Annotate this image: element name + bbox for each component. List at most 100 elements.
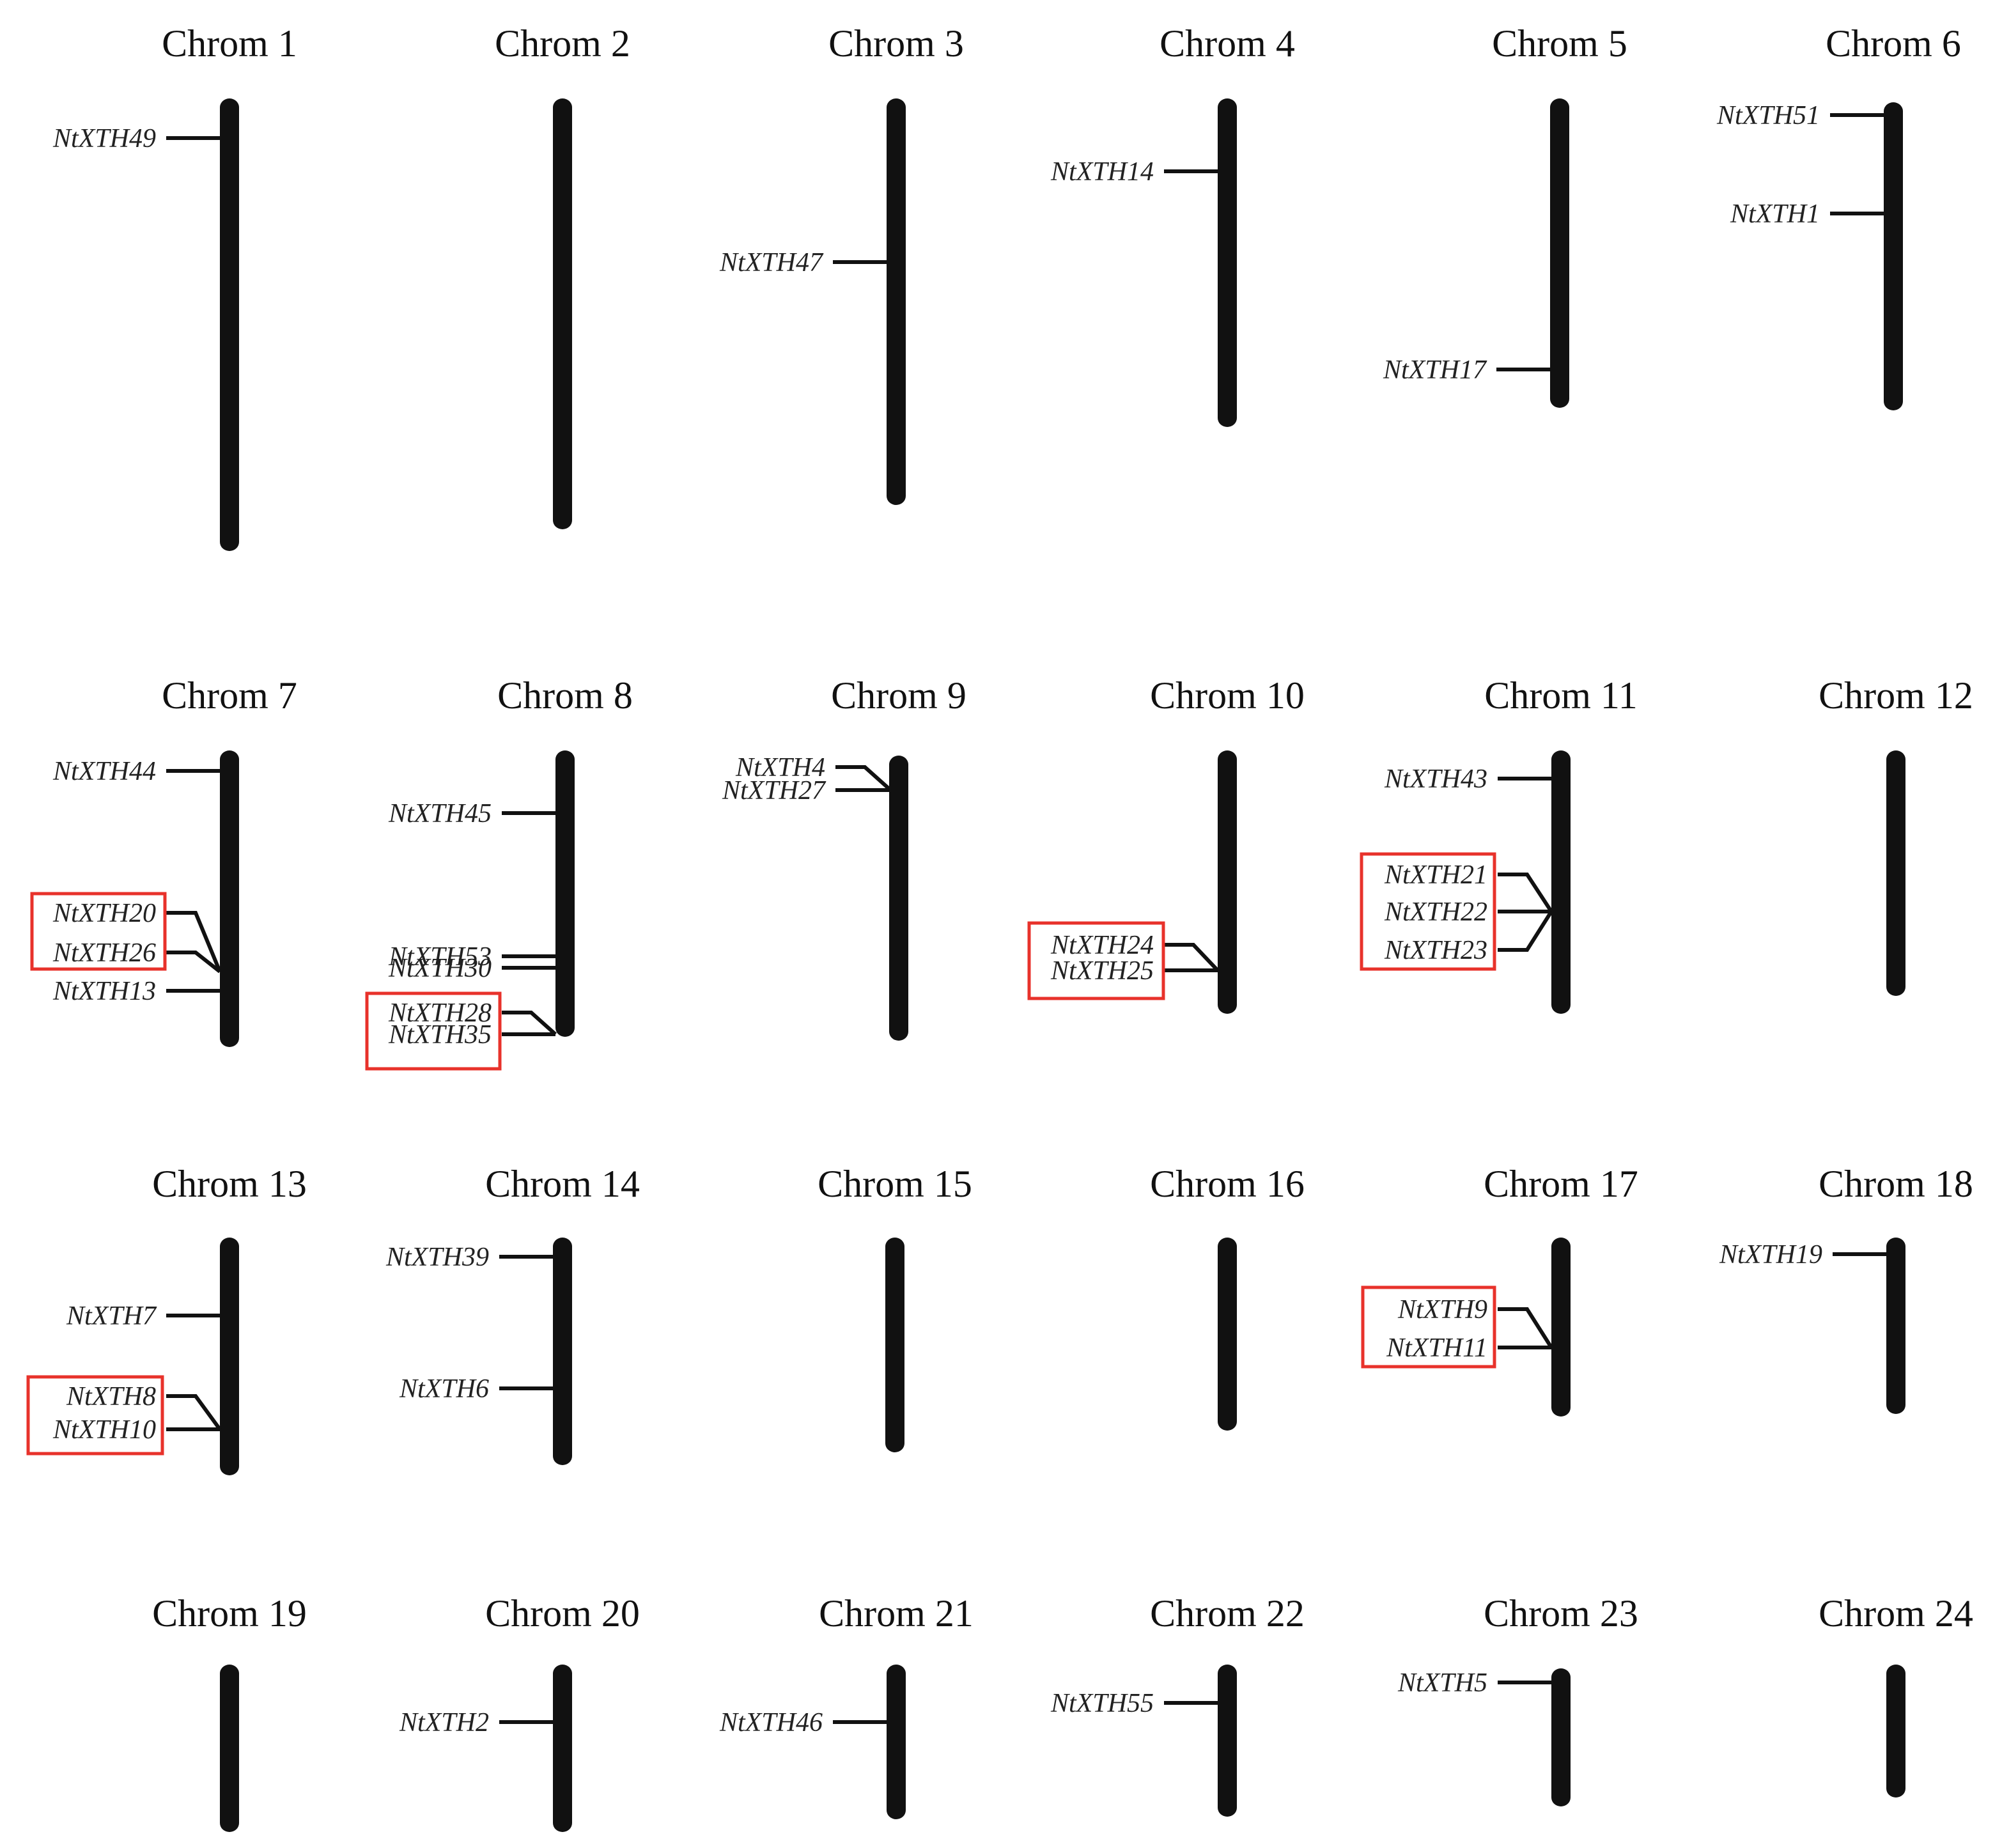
gene-label: NtXTH6 [399,1374,489,1404]
gene-label: NtXTH1 [1730,199,1820,229]
gene-label: NtXTH19 [1719,1240,1822,1270]
chromosome-title: Chrom 21 [819,1592,974,1634]
gene-label: NtXTH22 [1384,897,1487,927]
chromosome-title: Chrom 8 [497,674,633,717]
chromosome-bar [1550,98,1569,408]
gene-label: NtXTH17 [1383,355,1487,385]
chromosome-title: Chrom 10 [1150,674,1305,717]
chromosome-bar [1551,1238,1571,1417]
chromosome-bar [889,756,908,1041]
gene-label: NtXTH13 [52,977,156,1006]
gene-label: NtXTH55 [1050,1689,1154,1718]
chromosome-bar [220,750,239,1047]
chromosome-title: Chrom 4 [1160,22,1295,65]
chromosome-title: Chrom 2 [495,22,630,65]
chromosome-bar [220,98,239,551]
chromosome-3: Chrom 3 NtXTH47 [719,22,964,505]
chromosome-title: Chrom 18 [1819,1163,1973,1205]
chromosome-bar [1886,1665,1905,1798]
gene-label: NtXTH20 [52,899,156,928]
gene-label: NtXTH51 [1716,101,1820,130]
chromosome-title: Chrom 3 [828,22,964,65]
chromosome-12: Chrom 12 [1819,674,1973,996]
gene-label: NtXTH28 [388,998,492,1028]
gene-label: NtXTH5 [1397,1668,1487,1698]
chromosome-2: Chrom 2 [495,22,630,529]
chromosome-bar [553,1238,572,1465]
chromosome-19: Chrom 19 [152,1592,307,1832]
chromosome-bar [887,98,906,505]
gene-label: NtXTH43 [1384,765,1487,794]
chromosome-title: Chrom 7 [162,674,297,717]
chromosome-title: Chrom 14 [485,1163,640,1205]
tandem-duplication-box [30,892,167,971]
chromosome-bar [553,1665,572,1832]
gene-marker [166,951,221,974]
chromosome-21: Chrom 21 NtXTH46 [719,1592,974,1819]
chromosome-15: Chrom 15 [818,1163,972,1452]
chromosome-bar [885,1238,904,1452]
chromosome-title: Chrom 24 [1819,1592,1973,1634]
gene-label: NtXTH35 [388,1020,492,1050]
chromosome-bar [1218,750,1237,1014]
gene-label: NtXTH47 [719,248,824,277]
gene-label: NtXTH44 [52,757,156,786]
tandem-duplication-box [365,991,502,1071]
chromosome-title: Chrom 16 [1150,1163,1305,1205]
gene-label: NtXTH23 [1384,936,1487,965]
chromosome-18: Chrom 18 NtXTH19 [1719,1163,1973,1414]
gene-label: NtXTH10 [52,1415,156,1445]
chromosome-bar [1884,102,1903,410]
tandem-duplication-box [26,1375,164,1456]
chromosome-8: Chrom 8NtXTH45NtXTH53NtXTH30NtXTH28NtXTH… [388,674,633,1050]
gene-label: NtXTH46 [719,1708,823,1737]
gene-marker [166,1394,222,1431]
gene-label: NtXTH27 [722,776,826,805]
gene-label: NtXTH2 [399,1708,489,1737]
gene-marker [1498,910,1553,952]
gene-label: NtXTH8 [66,1382,156,1411]
gene-label: NtXTH21 [1384,860,1487,890]
gene-marker [1498,1307,1553,1349]
chromosome-title: Chrom 12 [1819,674,1973,717]
gene-label: NtXTH7 [66,1301,157,1331]
chromosome-title: Chrom 11 [1484,674,1637,717]
chromosome-title: Chrom 5 [1492,22,1627,65]
chromosome-bar [1886,750,1905,996]
chromosome-bar [1551,750,1571,1014]
gene-label: NtXTH14 [1050,157,1154,187]
chromosome-22: Chrom 22 NtXTH55 [1050,1592,1305,1817]
gene-label: NtXTH24 [1050,931,1154,960]
chromosome-4: Chrom 4 NtXTH14 [1050,22,1295,427]
gene-label: NtXTH9 [1397,1295,1487,1324]
chromosome-title: Chrom 22 [1150,1592,1305,1634]
chromosome-bar [1218,1238,1237,1431]
gene-marker [166,911,222,973]
chromosome-title: Chrom 9 [831,674,966,717]
chromosome-title: Chrom 19 [152,1592,307,1634]
chromosome-title: Chrom 6 [1826,22,1961,65]
chromosome-bar [220,1238,239,1475]
tandem-duplication-box [1360,852,1496,971]
chromosome-16: Chrom 16 [1150,1163,1305,1431]
chromosome-bar [887,1665,906,1819]
chromosome-bar [1551,1668,1571,1806]
chromosome-bar [220,1665,239,1832]
tandem-duplication-box [1027,921,1165,1000]
gene-label: NtXTH45 [388,799,492,828]
gene-label: NtXTH39 [385,1243,489,1272]
chromosome-bar [1218,1665,1237,1817]
gene-label: NtXTH4 [735,753,825,782]
chromosome-24: Chrom 24 [1819,1592,1973,1798]
tandem-duplication-box [1361,1285,1496,1369]
